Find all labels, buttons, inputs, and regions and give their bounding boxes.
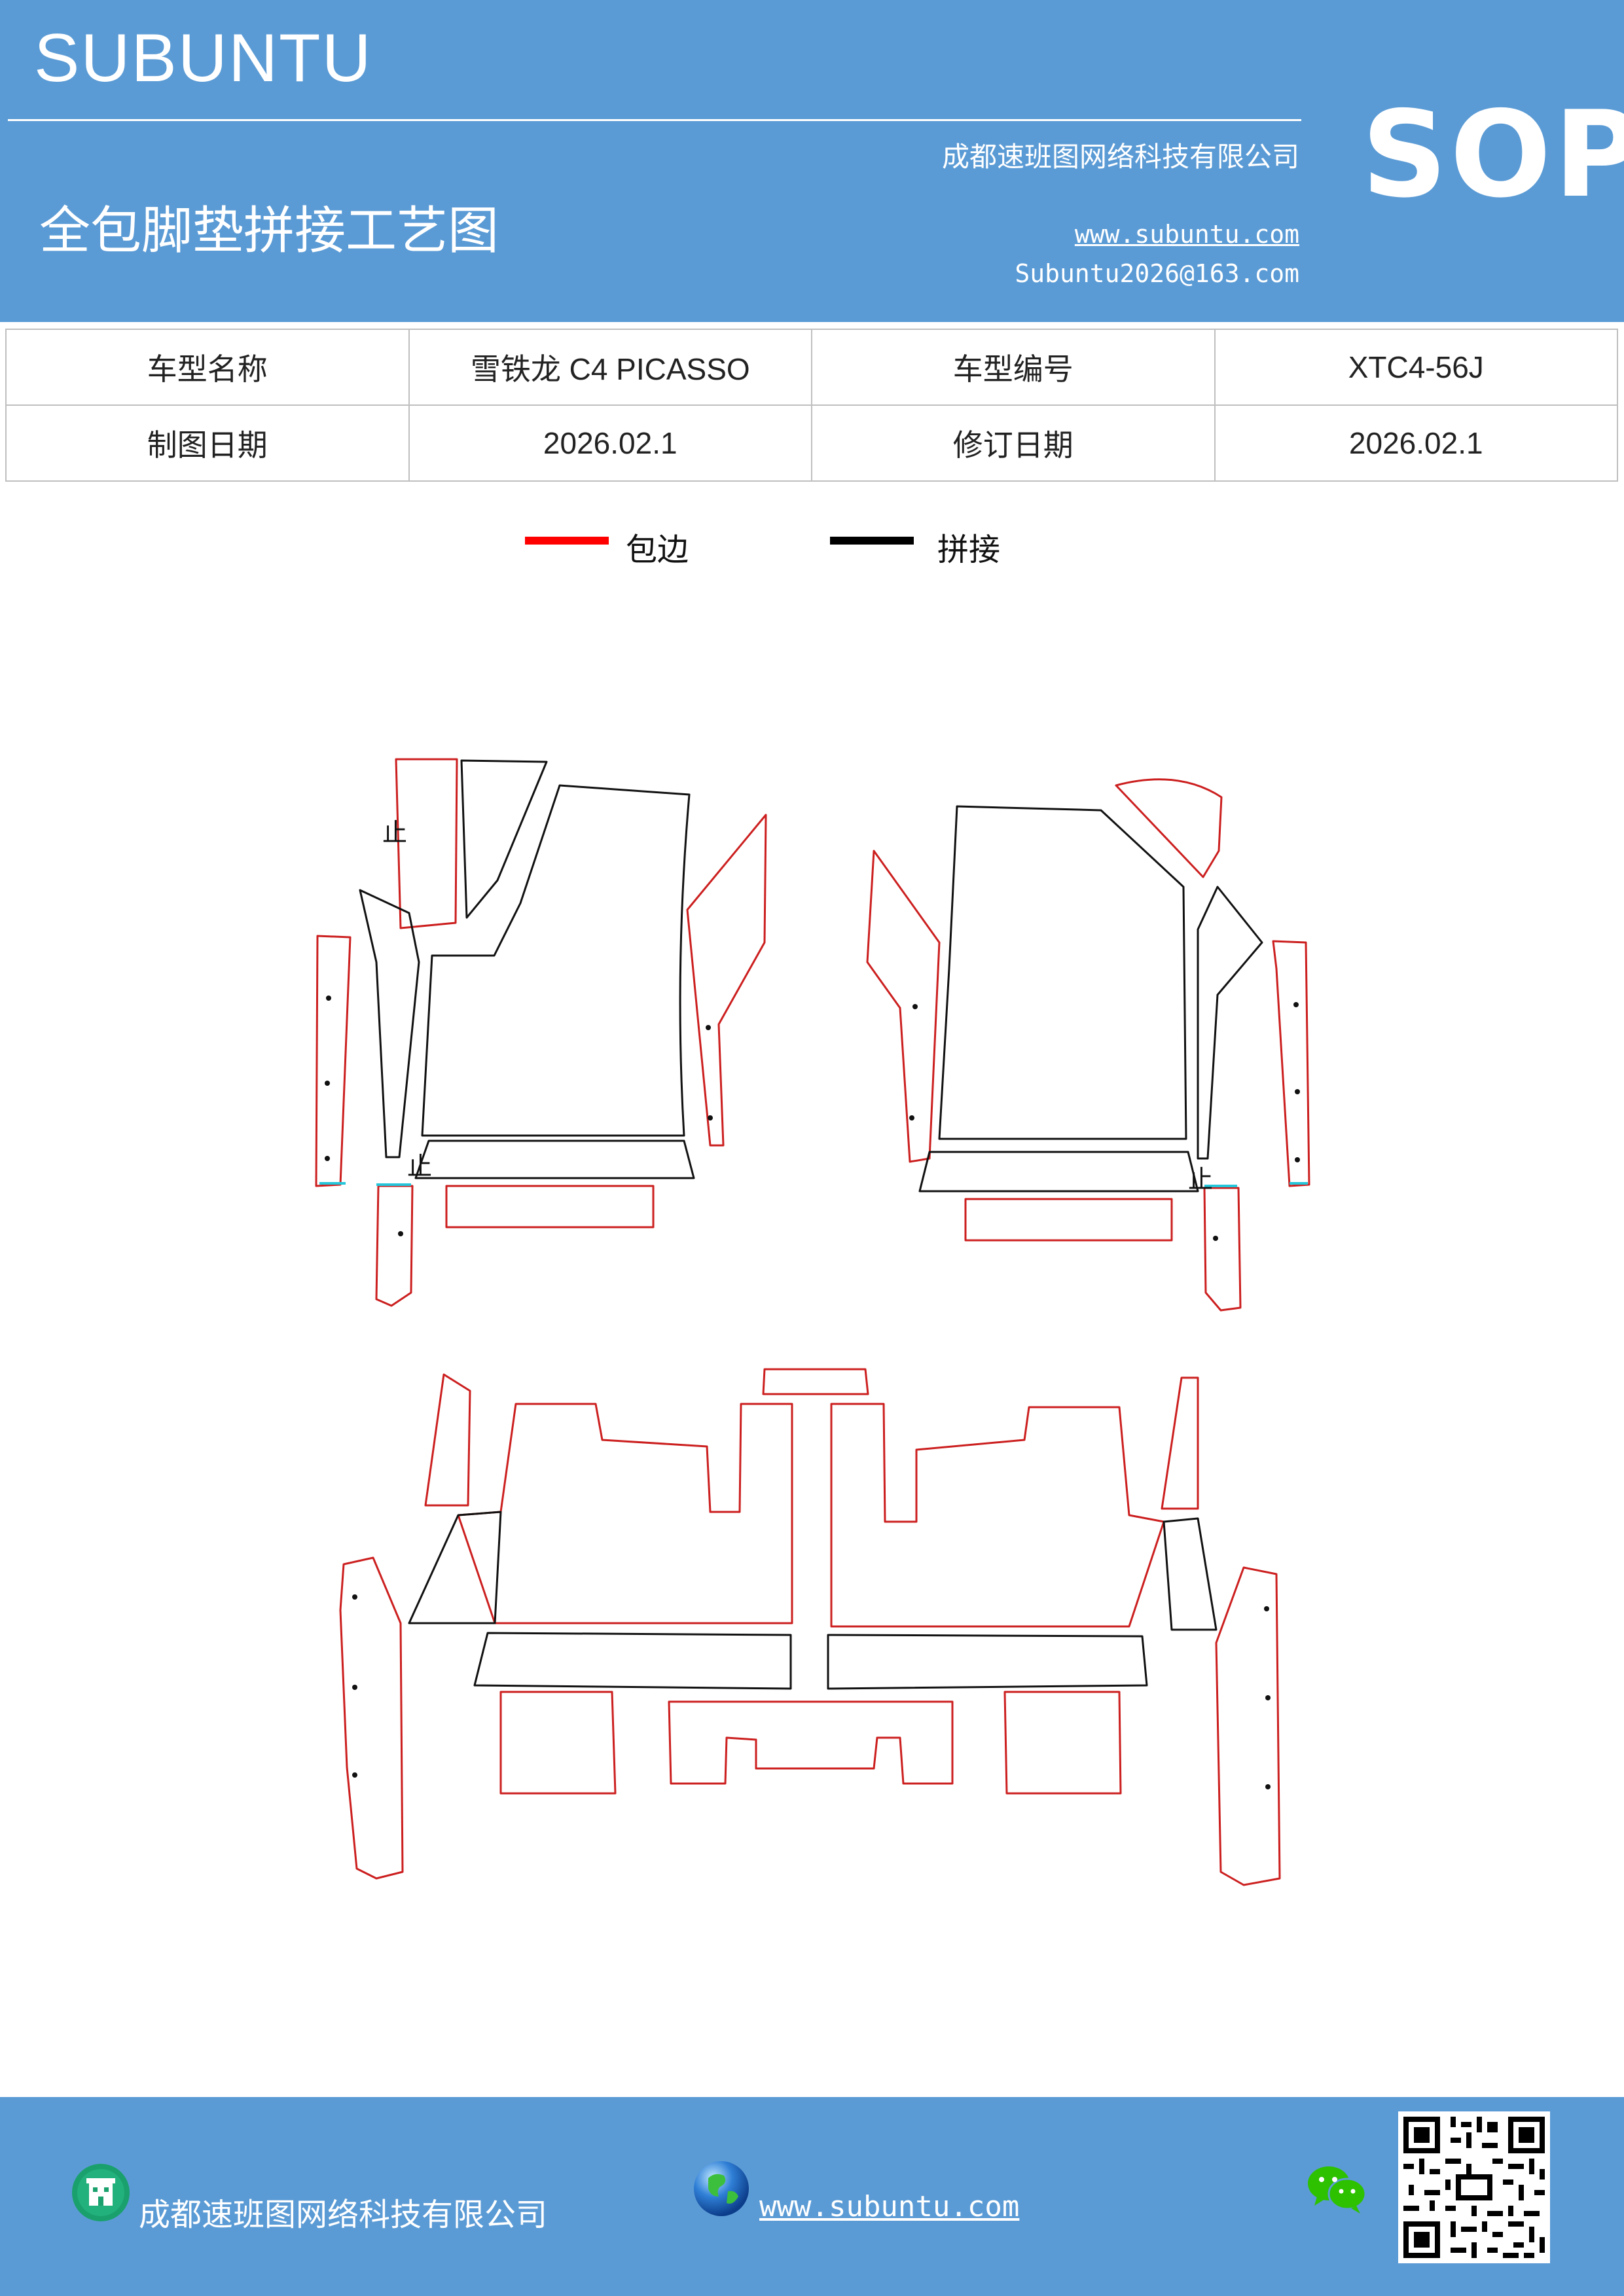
mat-marker xyxy=(1295,1157,1300,1162)
mat-piece xyxy=(460,759,548,919)
company-name: 成都速班图网络科技有限公司 xyxy=(941,141,1299,173)
stop-mark: 止 xyxy=(1188,1165,1213,1194)
model-name-value: 雪铁龙 C4 PICASSO xyxy=(408,329,812,406)
mat-marker xyxy=(352,1594,357,1600)
mat-marker xyxy=(909,1115,914,1121)
legend-edge-label: 包边 xyxy=(626,531,689,568)
mat-piece xyxy=(866,850,941,1163)
revise-date-value: 2026.02.1 xyxy=(1214,404,1618,482)
mat-piece xyxy=(359,889,420,1158)
globe-icon xyxy=(694,2161,749,2216)
mat-piece xyxy=(830,1403,1165,1628)
mat-marker xyxy=(326,996,331,1001)
mat-piece xyxy=(1203,1187,1242,1312)
mat-piece xyxy=(1197,886,1263,1160)
footer-website-link[interactable]: www.subuntu.com xyxy=(759,2190,1020,2223)
mat-marker xyxy=(325,1081,330,1086)
table-row: 车型名称 雪铁龙 C4 PICASSO 车型编号 XTC4-56J xyxy=(5,329,1618,406)
info-table: 车型名称 雪铁龙 C4 PICASSO 车型编号 XTC4-56J 制图日期 2… xyxy=(5,329,1618,482)
legend-seam-swatch xyxy=(830,537,914,545)
website-link[interactable]: www.subuntu.com xyxy=(1074,220,1299,249)
qr-code[interactable] xyxy=(1398,2111,1550,2263)
model-name-label: 车型名称 xyxy=(5,329,410,406)
mat-marker xyxy=(708,1115,713,1121)
mat-piece xyxy=(424,1373,471,1507)
mat-marker xyxy=(1265,1784,1271,1789)
header-banner: SUBUNTU 成都速班图网络科技有限公司 全包脚垫拼接工艺图 www.subu… xyxy=(0,0,1624,322)
mat-marker xyxy=(325,1156,330,1161)
draw-date-value: 2026.02.1 xyxy=(408,404,812,482)
mat-piece xyxy=(668,1700,954,1785)
legend-edge-swatch xyxy=(525,537,609,545)
mat-piece xyxy=(686,814,767,1147)
table-row: 制图日期 2026.02.1 修订日期 2026.02.1 xyxy=(5,404,1618,482)
mat-piece xyxy=(315,935,352,1187)
mat-piece xyxy=(375,1185,414,1307)
header-divider xyxy=(8,119,1301,121)
mat-piece xyxy=(1161,1376,1199,1510)
mat-piece xyxy=(827,1634,1148,1690)
mat-piece xyxy=(421,784,691,1137)
stop-mark: 止 xyxy=(407,1152,432,1181)
mat-marker xyxy=(1293,1002,1299,1007)
page-title: 全包脚垫拼接工艺图 xyxy=(39,202,499,260)
mat-piece xyxy=(1215,1566,1281,1886)
mat-piece xyxy=(1115,778,1223,878)
mat-marker xyxy=(706,1025,711,1030)
mat-piece xyxy=(762,1368,869,1395)
mat-piece xyxy=(395,758,458,929)
mat-piece xyxy=(938,805,1187,1140)
mat-piece xyxy=(457,1403,793,1624)
stop-mark: 止 xyxy=(382,818,407,847)
mat-piece xyxy=(499,1691,617,1795)
mat-piece xyxy=(473,1632,792,1690)
model-code-value: XTC4-56J xyxy=(1214,329,1618,406)
mat-piece xyxy=(1272,940,1310,1187)
mat-piece xyxy=(445,1185,655,1229)
model-code-label: 车型编号 xyxy=(811,329,1216,406)
mat-piece xyxy=(918,1151,1199,1193)
mat-marker xyxy=(352,1685,357,1690)
sop-badge: SOP xyxy=(1362,85,1624,224)
mat-marker xyxy=(398,1231,403,1236)
mat-piece xyxy=(408,1511,502,1624)
mat-marker xyxy=(1264,1606,1269,1611)
footer-banner: 成都速班图网络科技有限公司 www.subuntu.com xyxy=(0,2097,1624,2296)
mat-piece xyxy=(414,1139,695,1179)
footer-company: 成都速班图网络科技有限公司 xyxy=(139,2197,548,2233)
mat-marker xyxy=(912,1004,918,1009)
legend: 包边 拼接 xyxy=(0,524,1624,576)
legend-seam-label: 拼接 xyxy=(937,531,1001,568)
brand-logo: SUBUNTU xyxy=(34,20,372,96)
mat-marker xyxy=(1213,1236,1218,1241)
revise-date-label: 修订日期 xyxy=(811,404,1216,482)
wechat-icon xyxy=(1308,2166,1367,2214)
mat-marker xyxy=(352,1772,357,1778)
mat-piece xyxy=(339,1556,404,1880)
mat-piece xyxy=(1003,1691,1122,1795)
mat-marker xyxy=(1295,1089,1300,1094)
mat-piece xyxy=(964,1198,1173,1242)
draw-date-label: 制图日期 xyxy=(5,404,410,482)
email-address: Subuntu2026@163.com xyxy=(1015,259,1299,288)
mat-piece xyxy=(1163,1517,1218,1631)
mat-marker xyxy=(1265,1695,1271,1700)
building-icon xyxy=(72,2164,130,2221)
